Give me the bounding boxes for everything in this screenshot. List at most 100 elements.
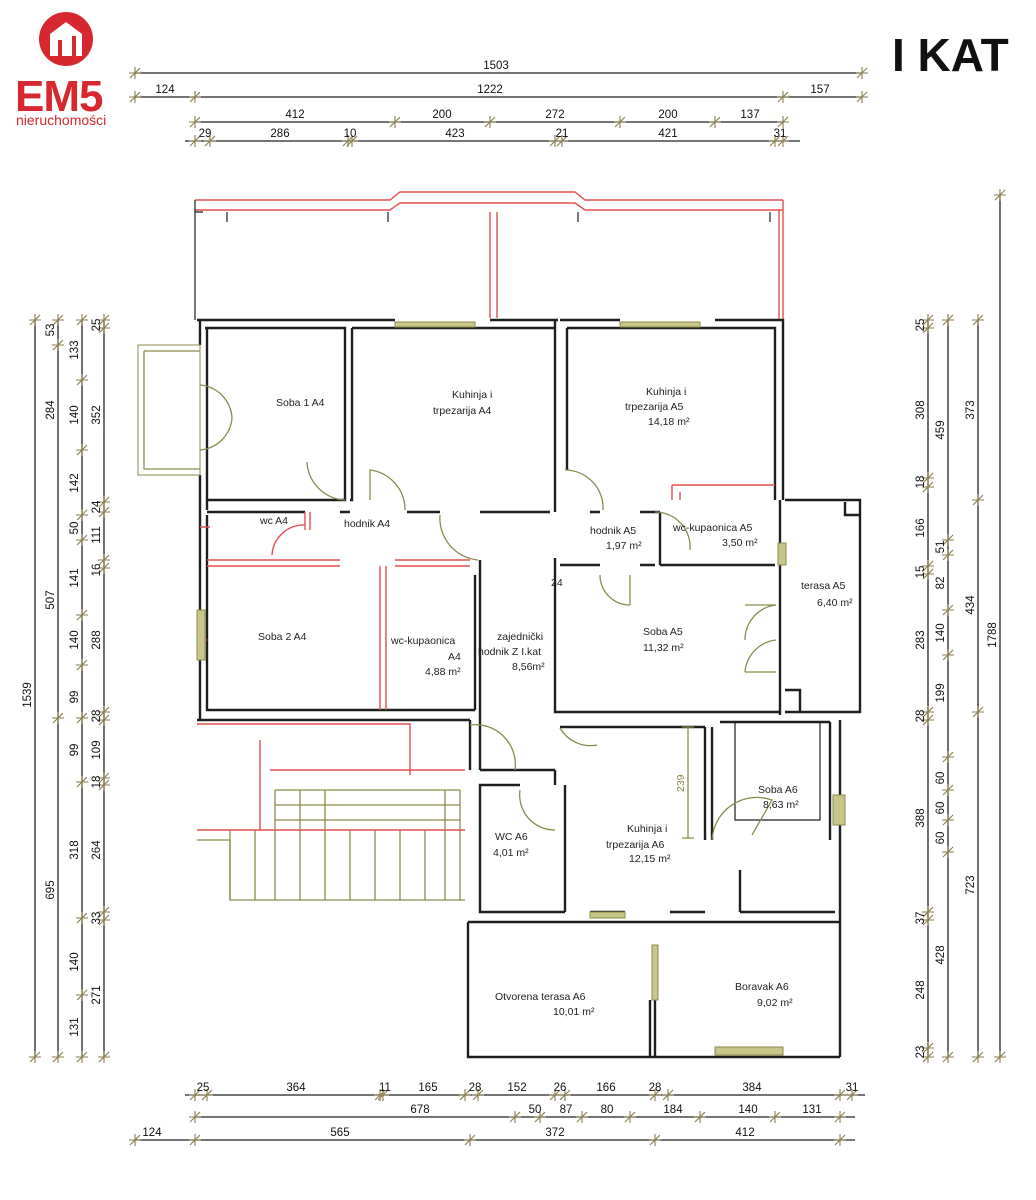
room-label-kuhinja-a5: Kuhinja i	[646, 386, 686, 398]
room-area-zajednicki-hodnik: 8,56m²	[512, 661, 545, 673]
dimension-tick-icon	[346, 135, 358, 147]
dimension-tick-icon	[942, 814, 954, 826]
dimension-tick-icon	[98, 914, 110, 926]
dimension-tick-icon	[942, 784, 954, 796]
dimension-tick-icon	[777, 91, 789, 103]
dimension-tick-icon	[189, 91, 201, 103]
dimension-tick-icon	[76, 509, 88, 521]
inner-dim-239: 239	[675, 774, 687, 792]
dimension-label: 412	[285, 109, 304, 121]
dimension-tick-icon	[76, 609, 88, 621]
dimension-label: 1222	[477, 84, 503, 96]
dimension-label: 10	[344, 128, 357, 140]
dimension-label: 423	[445, 128, 464, 140]
dimension-tick-icon	[201, 1089, 213, 1101]
walls	[197, 318, 862, 1059]
dimension-tick-icon	[942, 314, 954, 326]
dimension-tick-icon	[76, 659, 88, 671]
dimension-tick-icon	[777, 135, 789, 147]
dimension-label: 364	[286, 1082, 306, 1094]
room-label-kuhinja-a4: trpezarija A4	[433, 405, 492, 417]
dimension-label: 271	[91, 985, 103, 1004]
dimension-tick-icon	[972, 314, 984, 326]
room-label-kuhinja-a4: Kuhinja i	[452, 389, 492, 401]
dimension-tick-icon	[942, 1051, 954, 1063]
dimension-label: 50	[529, 1104, 542, 1116]
dimension-label: 124	[142, 1127, 162, 1139]
dimension-label: 723	[965, 875, 977, 894]
room-area-terasa-a5: 6,40 m²	[817, 597, 853, 609]
dimension-tick-icon	[76, 444, 88, 456]
dimension-tick-icon	[942, 751, 954, 763]
dimension-tick-icon	[556, 135, 568, 147]
dimension-label: 284	[45, 400, 57, 420]
staircase	[197, 789, 465, 901]
room-label-kuhinja-a5: trpezarija A5	[625, 401, 684, 413]
dimension-tick-icon	[614, 116, 626, 128]
room-area-kuhinja-a5: 14,18 m²	[648, 416, 690, 428]
dimension-tick-icon	[694, 1111, 706, 1123]
room-area-wc-a6: 4,01 m²	[493, 847, 529, 859]
dimension-tick-icon	[777, 116, 789, 128]
dimension-label: 286	[270, 128, 289, 140]
dimension-tick-icon	[649, 1089, 661, 1101]
dimension-label: 133	[69, 340, 81, 359]
dimension-tick-icon	[129, 91, 141, 103]
logo-subtitle: nieruchomości	[16, 112, 107, 128]
dimension-tick-icon	[189, 1111, 201, 1123]
dimension-tick-icon	[98, 322, 110, 334]
dimension-tick-icon	[649, 1134, 661, 1146]
inner-dim-24: 24	[551, 577, 563, 589]
dimension-tick-icon	[377, 1089, 389, 1101]
dimension-label: 33	[91, 912, 103, 925]
dimension-label: 272	[545, 109, 564, 121]
dimension-label: 28	[915, 710, 927, 723]
dimension-tick-icon	[76, 1051, 88, 1063]
dimension-label: 29	[199, 128, 212, 140]
dimension-label: 24	[91, 500, 103, 513]
dimension-tick-icon	[189, 135, 201, 147]
dimension-tick-icon	[52, 339, 64, 351]
dimension-label: 434	[965, 595, 977, 615]
dimension-label: 28	[469, 1082, 482, 1094]
dimension-tick-icon	[942, 549, 954, 561]
dimension-label: 288	[91, 630, 103, 649]
dimension-tick-icon	[29, 314, 41, 326]
dimension-tick-icon	[576, 1111, 588, 1123]
new-partitions	[197, 484, 775, 831]
dimension-tick-icon	[389, 116, 401, 128]
room-area-boravak-a6: 9,02 m²	[757, 997, 793, 1009]
dimension-label: 384	[742, 1082, 762, 1094]
dimension-label: 184	[663, 1104, 683, 1116]
room-area-wc-kupaonica-a5: 3,50 m²	[722, 537, 758, 549]
room-label-soba2-a4: Soba 2 A4	[258, 631, 307, 643]
dimension-tick-icon	[52, 712, 64, 724]
dimension-label: 87	[560, 1104, 573, 1116]
dimension-label: 82	[935, 577, 947, 590]
dimension-label: 16	[91, 564, 103, 577]
dimension-label: 200	[658, 109, 677, 121]
room-label-wc-a6: WC A6	[495, 831, 528, 843]
dimension-label: 109	[91, 740, 103, 759]
dimension-tick-icon	[922, 914, 934, 926]
dimension-label: 99	[69, 691, 81, 704]
dimension-label: 28	[649, 1082, 662, 1094]
room-label-wc-kupaonica-a5: wc-kupaonica A5	[672, 522, 753, 534]
dimension-tick-icon	[972, 1051, 984, 1063]
dimension-tick-icon	[846, 1089, 858, 1101]
room-area-hodnik-a5: 1,97 m²	[606, 540, 642, 552]
dimension-label: 152	[507, 1082, 526, 1094]
room-label-zajednicki-hodnik: hodnik Z I.kat	[478, 646, 541, 658]
dimension-label: 157	[810, 84, 829, 96]
dimension-tick-icon	[624, 1111, 636, 1123]
dimension-label: 111	[91, 526, 103, 543]
dimension-label: 421	[658, 128, 677, 140]
dimension-label: 1539	[22, 682, 34, 708]
room-label-soba-a6: Soba A6	[758, 784, 798, 796]
dimension-tick-icon	[464, 1134, 476, 1146]
dimension-label: 51	[935, 541, 947, 554]
dimension-label: 50	[69, 522, 81, 535]
